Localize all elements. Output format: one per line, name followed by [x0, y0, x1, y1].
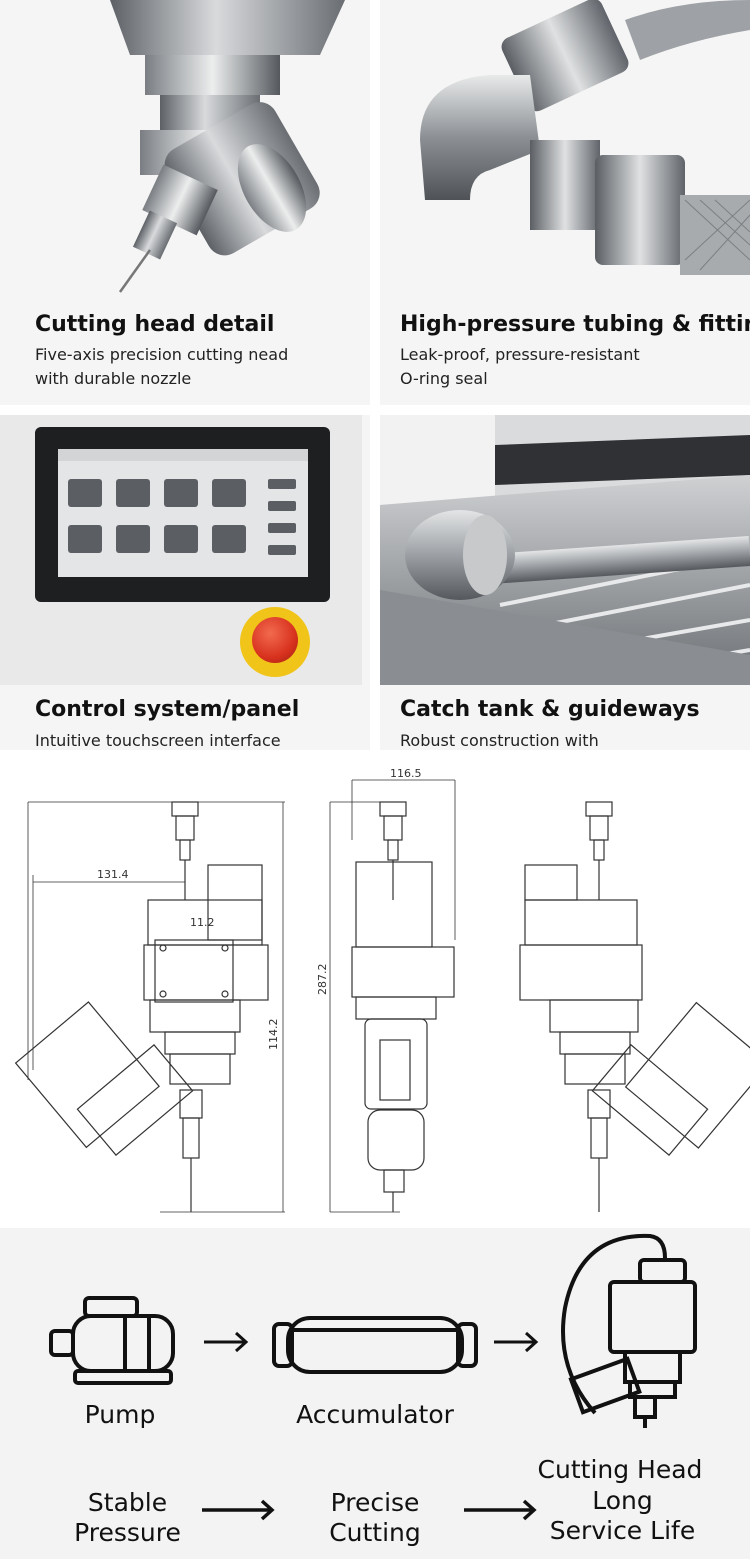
panel-title: High-pressure tubing & fitting — [400, 312, 750, 337]
pump-icon — [49, 1296, 175, 1385]
panel-subtitle-line: Five-axis precision cutting nead — [35, 345, 289, 364]
tubing-image — [420, 0, 750, 275]
flow-label-precise-cutting: Precise Cutting — [310, 1488, 440, 1548]
panel-tubing: High-pressure tubing & fitting Leak-proo… — [380, 0, 750, 405]
cutting-head-image — [110, 0, 345, 293]
flow-label-pump: Pump — [84, 1400, 156, 1429]
service-line-2: Service Life — [549, 1516, 696, 1545]
arrow-right-icon — [204, 1331, 249, 1353]
panel-cutting-head: Cutting head detail Five-axis precision … — [0, 0, 370, 405]
front-view-left: 131.4 11.2 114.2 — [14, 801, 285, 1213]
technical-drawing: 131.4 11.2 114.2 116.5 287.2 — [0, 750, 750, 1228]
panel-title: Catch tank & guideways — [400, 697, 700, 722]
dim-height-mid-label: 287.2 — [316, 964, 329, 996]
arrow-right-icon — [494, 1331, 539, 1353]
precise-line-1: Precise — [330, 1488, 420, 1517]
touchscreen-icon — [35, 427, 330, 602]
dim-offset-label: 131.4 — [97, 868, 129, 881]
panel-title: Control system/panel — [35, 697, 300, 722]
accumulator-icon — [272, 1316, 478, 1374]
panel-subtitle-line: with durable nozzle — [35, 369, 192, 388]
panel-subtitle-line: Robust construction with — [400, 731, 599, 750]
flow-diagram: Pump Accumulator Cutting Head Stable Pre… — [0, 1228, 750, 1559]
side-view-middle: 116.5 287.2 — [316, 767, 456, 1213]
panel-subtitle-line: Leak-proof, pressure-resistant — [400, 345, 640, 364]
arrow-right-icon — [202, 1499, 275, 1521]
stable-line-2: Pressure — [74, 1518, 181, 1547]
control-panel-image — [0, 415, 362, 685]
emergency-stop-icon — [240, 607, 310, 677]
precise-line-2: Cutting — [329, 1518, 421, 1547]
flow-label-stable-pressure: Stable Pressure — [60, 1488, 195, 1548]
flow-label-cutting-head: Cutting Head — [537, 1455, 703, 1484]
dim-width-label: 116.5 — [390, 767, 422, 780]
dim-height-left-label: 114.2 — [267, 1019, 280, 1051]
flow-label-service-life: Long Service Life — [535, 1486, 710, 1546]
panel-control-system: Control system/panel Intuitive touchscre… — [0, 415, 370, 750]
front-view-right — [519, 801, 750, 1212]
catch-tank-image — [380, 415, 750, 685]
panel-subtitle-line: O-ring seal — [400, 369, 488, 388]
panel-catch-tank: Catch tank & guideways Robust constructi… — [380, 415, 750, 750]
panel-title: Cutting head detail — [35, 312, 275, 337]
service-line-1: Long — [592, 1486, 653, 1515]
arrow-right-icon — [464, 1499, 537, 1521]
cutting-head-icon — [561, 1233, 697, 1428]
panel-subtitle-line: Intuitive touchscreen interface — [35, 731, 281, 750]
stable-line-1: Stable — [87, 1488, 168, 1517]
flow-label-accumulator: Accumulator — [296, 1400, 454, 1429]
dim-flange-label: 11.2 — [190, 916, 215, 929]
